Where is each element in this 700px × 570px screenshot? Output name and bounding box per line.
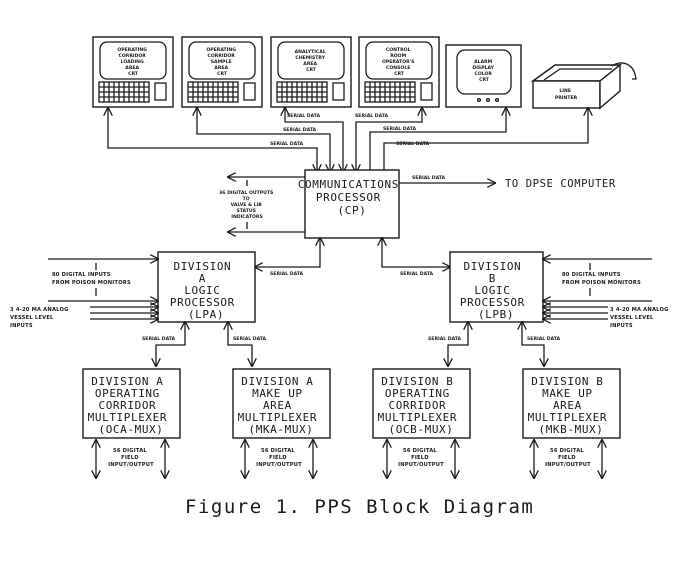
svg-text:SERIAL DATA: SERIAL DATA	[283, 127, 317, 133]
cp-lpb-link	[382, 238, 450, 267]
analog-inputs-label-a: 3 4-20 MA ANALOG VESSEL LEVEL INPUTS	[10, 307, 71, 329]
crt-terminal-croc: CONTROL ROOM OPERATOR'S CONSOLE CRT	[358, 36, 440, 108]
crt-terminal-ocla: OPERATING CORRIDOR LOADING AREA CRT	[92, 36, 174, 108]
serial-links-top	[108, 108, 588, 172]
crt-label: OPERATING CORRIDOR SAMPLE AREA CRT	[206, 47, 237, 77]
svg-text:DIVISION B MAKE UP: DIVISION B MAKE UP AREA MULTIPLEXER (MKB…	[528, 375, 615, 436]
svg-text:DIVISION A MAKE UP: DIVISION A MAKE UP AREA MULTIPLEXER (MKA…	[238, 375, 325, 436]
poison-inputs-label-a: 80 DIGITAL INPUTS FROM POISON MONITORS	[52, 272, 131, 286]
analog-inputs-label-b: 3 4-20 MA ANALOG VESSEL LEVEL INPUTS	[610, 307, 671, 329]
cp-lpa-link	[255, 238, 320, 267]
field-io-arrows	[96, 440, 602, 478]
field-io-label: 56 DIGITAL FIELD INPUT/OUTPUT	[545, 448, 591, 468]
svg-text:SERIAL DATA: SERIAL DATA	[383, 126, 417, 132]
serial-data-label: SERIAL DATA	[527, 336, 561, 342]
cp-label: COMMUNICATIONS PROCESSOR (CP)	[298, 178, 406, 217]
crt-label: CONTROL ROOM OPERATOR'S CONSOLE CRT	[382, 47, 416, 77]
svg-text:SERIAL DATA: SERIAL DATA	[355, 113, 389, 119]
svg-text:DIVISION B OPERATING: DIVISION B OPERATING CORRIDOR MULTIPLEXE…	[378, 375, 465, 436]
crt-label: OPERATING CORRIDOR LOADING AREA CRT	[117, 47, 148, 77]
mux-mka-block: DIVISION A MAKE UP AREA MULTIPLEXER (MKA…	[232, 368, 331, 439]
lpb-ocb-link	[448, 322, 468, 366]
mux-ocb-block: DIVISION B OPERATING CORRIDOR MULTIPLEXE…	[372, 368, 471, 439]
figure-caption: Figure 1. PPS Block Diagram	[185, 496, 534, 518]
serial-data-label: SERIAL DATA	[270, 271, 304, 277]
serial-data-label: SERIAL DATA	[412, 175, 446, 181]
printer-label: LINE PRINTER	[555, 88, 578, 101]
crt-terminal-aca: ANALYTICAL CHEMISTRY AREA CRT	[270, 36, 352, 108]
serial-data-label: SERIAL DATA	[428, 336, 462, 342]
crt-terminal-ocsa: OPERATING CORRIDOR SAMPLE AREA CRT	[181, 36, 263, 108]
field-io-label: 56 DIGITAL FIELD INPUT/OUTPUT	[108, 448, 154, 468]
serial-data-label: SERIAL DATA	[400, 271, 434, 277]
svg-text:SERIAL DATA: SERIAL DATA	[396, 141, 430, 147]
lpa-oca-link	[156, 322, 185, 366]
poison-inputs-label-b: 80 DIGITAL INPUTS FROM POISON MONITORS	[562, 272, 641, 286]
to-dpse-label: TO DPSE COMPUTER	[505, 178, 616, 190]
alarm-display-crt: ALARM DISPLAY COLOR CRT	[445, 44, 522, 108]
logic-processor-b-block: DIVISION B LOGIC PROCESSOR (LPB)	[449, 251, 544, 323]
crt-label: ALARM DISPLAY COLOR CRT	[472, 59, 495, 83]
mux-oca-block: DIVISION A OPERATING CORRIDOR MULTIPLEXE…	[82, 368, 181, 439]
field-io-label: 56 DIGITAL FIELD INPUT/OUTPUT	[398, 448, 444, 468]
serial-data-label: SERIAL DATA	[142, 336, 176, 342]
logic-processor-a-block: DIVISION A LOGIC PROCESSOR (LPA)	[157, 251, 256, 323]
lpa-label: DIVISION A LOGIC PROCESSOR (LPA)	[170, 260, 242, 321]
lpb-mkb-link	[522, 322, 544, 366]
digital-outputs-label: 36 DIGITAL OUTPUTS TO VALVE & LIB STATUS…	[219, 190, 275, 220]
serial-data-labels-top: SERIAL DATA SERIAL DATA SERIAL DATA SERI…	[270, 113, 430, 147]
communications-processor-block: COMMUNICATIONS PROCESSOR (CP)	[298, 169, 406, 239]
line-printer: LINE PRINTER	[530, 62, 637, 110]
lpa-mka-link	[228, 322, 252, 366]
mux-mkb-block: DIVISION B MAKE UP AREA MULTIPLEXER (MKB…	[522, 368, 621, 439]
crt-label: ANALYTICAL CHEMISTRY AREA CRT	[295, 49, 328, 73]
field-io-label: 56 DIGITAL FIELD INPUT/OUTPUT	[256, 448, 302, 468]
svg-text:DIVISION A OPERATING: DIVISION A OPERATING CORRIDOR MULTIPLEXE…	[88, 375, 175, 436]
svg-text:SERIAL DATA: SERIAL DATA	[287, 113, 321, 119]
lpb-label: DIVISION B LOGIC PROCESSOR (LPB)	[460, 260, 532, 321]
serial-data-label: SERIAL DATA	[233, 336, 267, 342]
svg-text:SERIAL DATA: SERIAL DATA	[270, 141, 304, 147]
